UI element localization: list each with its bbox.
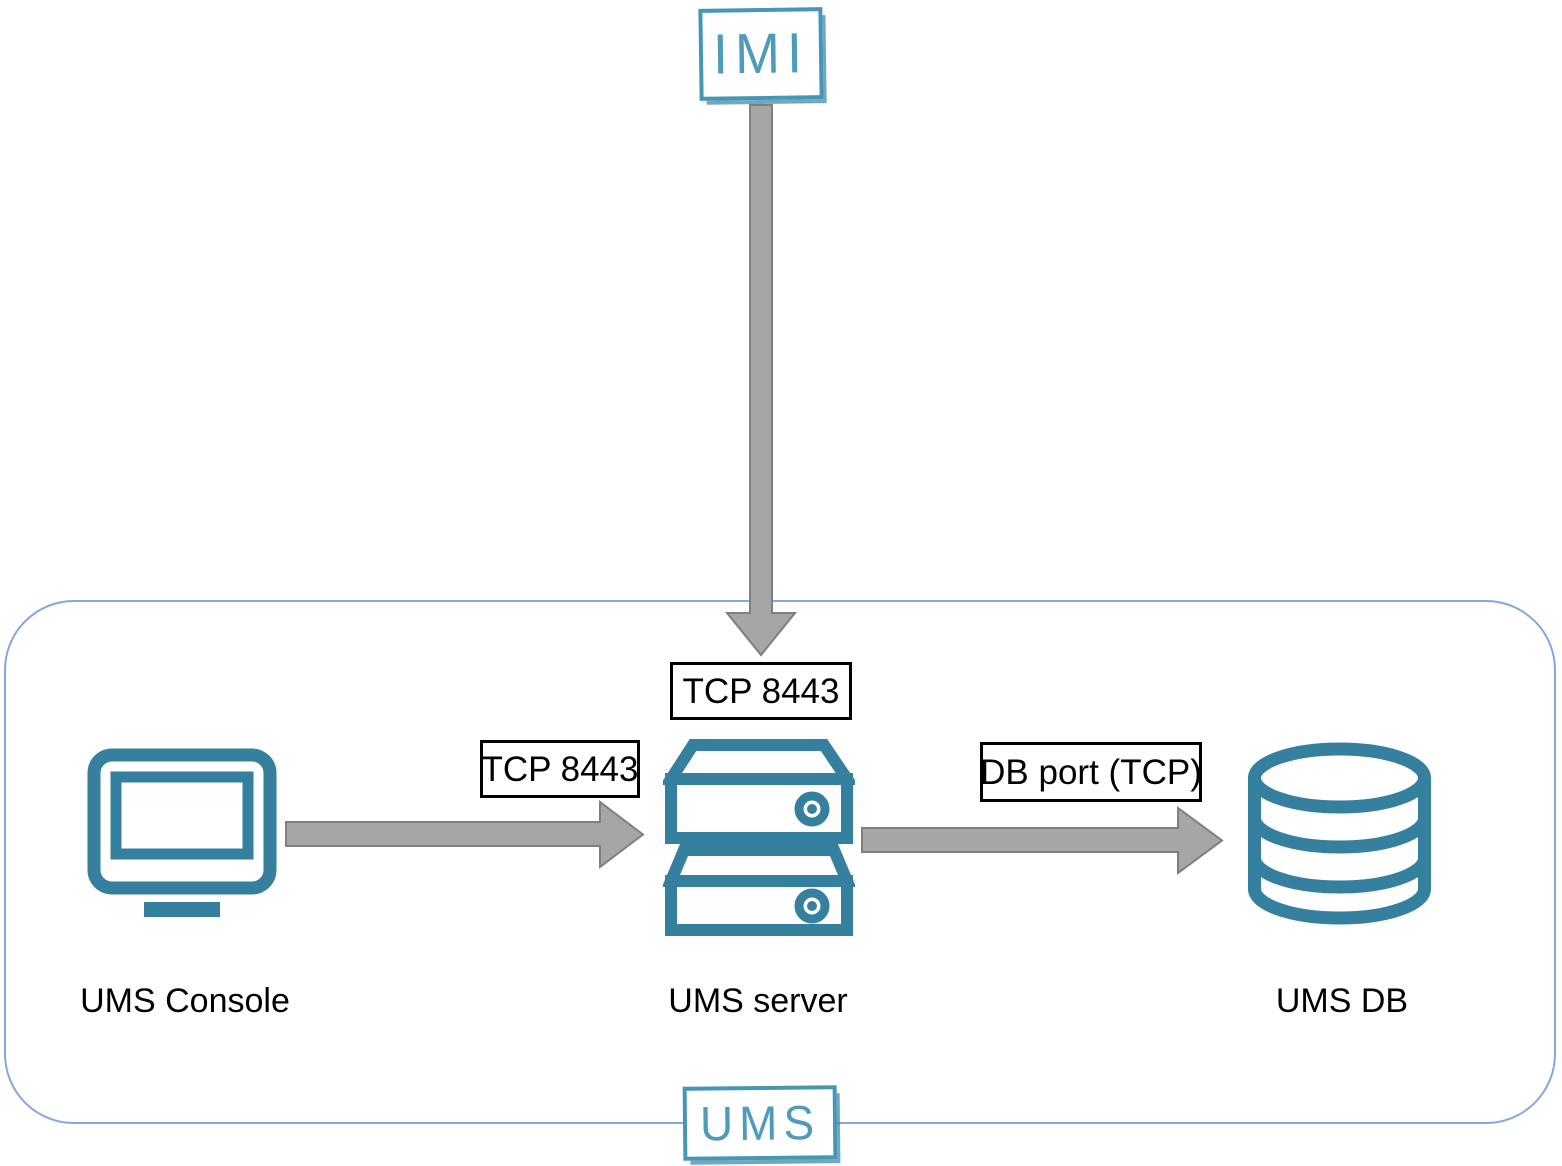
database-icon	[1248, 742, 1431, 925]
arrow-imi-to-ums-server	[724, 104, 798, 657]
ums-logo-text: UMS	[699, 1095, 821, 1151]
ums-logo: UMS	[682, 1085, 838, 1161]
port-label-imi-to-server: TCP 8443	[670, 662, 852, 720]
node-label-ums-console: UMS Console	[80, 982, 290, 1020]
node-label-ums-db: UMS DB	[1275, 982, 1409, 1020]
arrow-server-to-db	[861, 806, 1224, 875]
port-label-console-to-server: TCP 8443	[480, 740, 640, 798]
server-icon	[663, 739, 855, 936]
imi-logo: IMI	[698, 7, 824, 101]
node-label-ums-server: UMS server	[668, 982, 848, 1020]
port-label-server-to-db: DB port (TCP)	[980, 742, 1202, 802]
arrow-console-to-server	[285, 799, 645, 870]
monitor-icon	[87, 748, 277, 917]
imi-logo-text: IMI	[712, 21, 810, 87]
